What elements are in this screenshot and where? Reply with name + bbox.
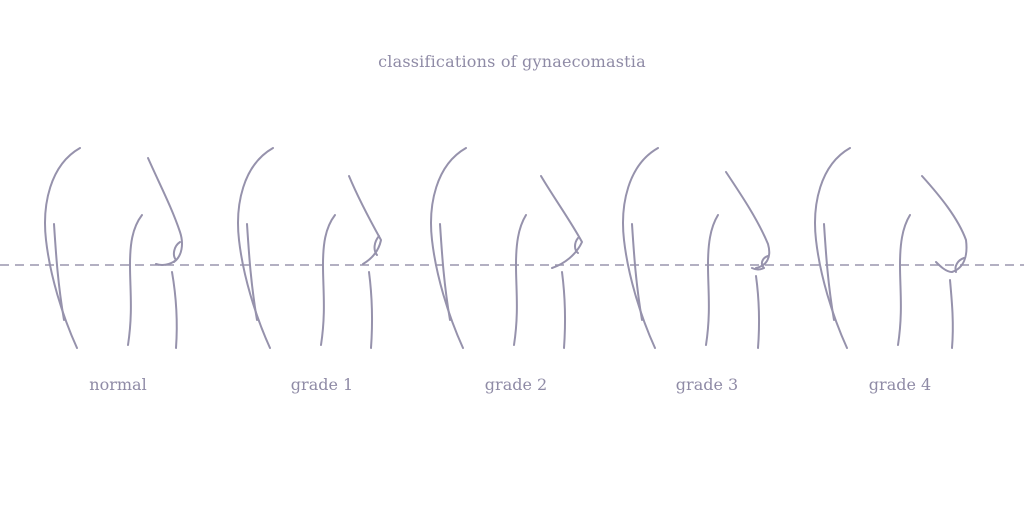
back-outline <box>622 147 659 349</box>
chest-outline <box>921 175 968 273</box>
arm-back-line <box>53 223 65 321</box>
figure-grade-4 <box>814 147 968 349</box>
lower-torso-line <box>561 271 567 349</box>
chest-outline <box>147 157 183 263</box>
nipple-outline <box>751 255 769 271</box>
lower-torso-line <box>949 279 954 349</box>
lower-torso-line <box>755 275 761 349</box>
arm-back-line <box>246 223 258 321</box>
figure-grade-3 <box>622 147 771 349</box>
back-outline <box>814 147 851 349</box>
nipple-outline <box>954 257 965 273</box>
arm-back-line <box>823 223 835 321</box>
arm-front-line <box>320 214 336 346</box>
figure-grade-2 <box>430 147 583 349</box>
chest-outline <box>540 175 583 269</box>
figure-normal <box>44 147 183 349</box>
back-outline <box>44 147 81 349</box>
back-outline <box>237 147 274 349</box>
label-grade-1: grade 1 <box>290 375 354 394</box>
chest-outline <box>348 175 382 265</box>
label-grade-4: grade 4 <box>868 375 932 394</box>
arm-back-line <box>439 223 451 321</box>
nipple-outline <box>155 241 181 266</box>
lower-torso-line <box>368 271 374 349</box>
arm-front-line <box>513 214 527 346</box>
lower-torso-line <box>171 271 178 349</box>
arm-front-line <box>705 214 719 346</box>
arm-back-line <box>631 223 643 321</box>
figure-grade-1 <box>237 147 382 349</box>
nipple-outline <box>373 235 380 256</box>
label-grade-2: grade 2 <box>484 375 548 394</box>
arm-front-line <box>897 214 911 346</box>
back-outline <box>430 147 467 349</box>
chest-outline <box>725 171 771 269</box>
label-normal: normal <box>89 375 147 394</box>
label-grade-3: grade 3 <box>675 375 739 394</box>
arm-front-line <box>127 214 143 346</box>
diagram-title: classifications of gynaecomastia <box>378 52 646 71</box>
nipple-outline <box>574 237 579 254</box>
